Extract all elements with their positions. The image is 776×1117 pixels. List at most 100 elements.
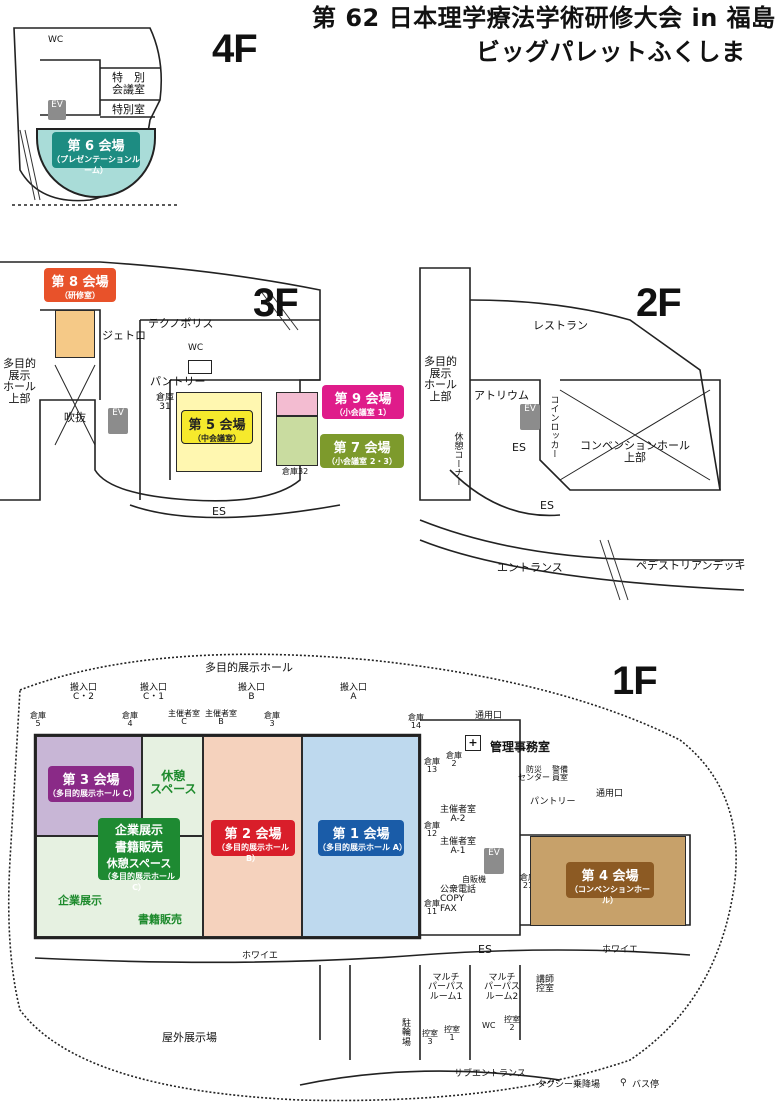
venue-name: ビッグパレットふくしま [476, 38, 746, 66]
f1-management-office: 管理事務室 [490, 740, 551, 754]
f1-pantry: パントリー [530, 797, 576, 807]
f1-storage3: 倉庫 3 [264, 711, 280, 729]
elevator-icon: EV [108, 408, 128, 434]
f2-es-2: ES [540, 499, 554, 512]
f1-waiting-room-3: 控室 3 [422, 1029, 438, 1047]
f1-rest-space: 休憩 スペース [150, 769, 197, 796]
f2-pedestrian-deck: ペデストリアンデッキ [636, 559, 746, 572]
f1-sub-entrance: サブエントランス [454, 1069, 526, 1079]
f3-venue9-badge[interactable]: 第 9 会場 （小会議室 1） [322, 385, 404, 419]
f1-waiting-room-2: 控室 2 [504, 1015, 520, 1033]
f3-venue8-sub: （研修室） [60, 291, 100, 300]
f1-storage4: 倉庫 4 [122, 711, 138, 729]
f1-lecturer-room: 講師 控室 [536, 975, 555, 995]
event-title: 第 62 日本理学療法学術研修大会 in 福島 [312, 4, 776, 32]
f3-venue7-name: 第 7 会場 [333, 441, 391, 456]
f3-venue9-name: 第 9 会場 [334, 392, 392, 407]
f2-coin-locker: コインロッカー [548, 395, 559, 458]
f1-venue3-name: 第 3 会場 [62, 773, 120, 788]
f3-venue8-area[interactable] [55, 310, 95, 358]
f1-outdoor-exhibit: 屋外展示場 [162, 1031, 217, 1044]
f3-jetro: ジェトロ [102, 329, 146, 342]
f1-organizer-a1: 主催者室 A-1 [440, 837, 477, 857]
f1-storage12: 倉庫 12 [424, 821, 440, 839]
f1-vending: 自販機 [462, 875, 486, 884]
f3-pantry: パントリー [150, 375, 206, 388]
f1-venue1-name: 第 1 会場 [332, 827, 390, 842]
f1-venue2-badge[interactable]: 第 2 会場 （多目的展示ホール B） [211, 820, 295, 863]
f3-storage32: 倉庫32 [282, 467, 309, 476]
f1-organizer-b: 主催者室 B [205, 709, 237, 727]
f1-taxi-stand: タクシー乗降場 [537, 1080, 601, 1090]
f2-restaurant: レストラン [533, 319, 588, 332]
f4-venue6-sub: （プレゼンテーションルーム） [52, 155, 140, 175]
f1-ev-label: EV [488, 848, 500, 858]
f3-venue9-area[interactable] [276, 392, 318, 416]
elevator-icon: EV [48, 100, 66, 120]
f1-dock-b: 搬入口 B [238, 683, 266, 703]
f4-special-room: 特別室 [112, 103, 145, 116]
toilet-icon [188, 360, 212, 374]
elevator-icon: EV [520, 404, 540, 430]
f1-exhibit-combo-sub: （多目的展示ホール C） [103, 872, 175, 892]
f2-ev-label: EV [524, 404, 536, 414]
f3-venue5-name: 第 5 会場 [188, 418, 246, 433]
f3-storage31: 倉庫 31 [156, 393, 175, 413]
f1-bus-stop: バス停 [632, 1080, 660, 1090]
f1-dock-c1: 搬入口 C・1 [140, 683, 168, 703]
f1-waiting-room-1: 控室 1 [444, 1025, 460, 1043]
f1-guard-room: 警備 員室 [552, 765, 568, 783]
f1-service-door-2: 通用口 [596, 789, 624, 799]
floor-plan-linework [0, 27, 745, 1102]
f1-organizer-c: 主催者室 C [168, 709, 200, 727]
f1-wc: WC [482, 1021, 496, 1030]
f1-venue2-sub: （多目的展示ホール B） [217, 843, 289, 863]
f3-venue5-sub: （中会議室） [193, 434, 241, 443]
f1-venue4-badge[interactable]: 第 4 会場 （コンベンションホール） [566, 862, 654, 905]
f2-atrium: アトリウム [474, 389, 529, 402]
f1-multipurpose-room-1: マルチ パーパス ルーム1 [428, 973, 464, 1002]
venue-floor-map: 第 62 日本理学療法学術研修大会 in 福島 ビッグパレットふくしま 4F 3… [0, 5, 775, 1102]
f1-es: ES [478, 943, 492, 956]
f3-venue7-area[interactable] [276, 416, 318, 466]
f2-es-1: ES [512, 441, 526, 454]
f1-venue4-sub: （コンベンションホール） [570, 885, 650, 905]
floor-label-2f: 2F [636, 281, 682, 325]
f3-venue5-badge[interactable]: 第 5 会場 （中会議室） [181, 410, 253, 444]
f4-wc: WC [48, 35, 64, 45]
f3-venue7-sub: （小会議室 2・3） [327, 457, 397, 466]
f4-venue6-name: 第 6 会場 [67, 139, 125, 154]
f1-organizer-a2: 主催者室 A-2 [440, 805, 477, 825]
f1-foyer-1: ホワイエ [242, 951, 278, 961]
f3-venue9-sub: （小会議室 1） [334, 408, 392, 417]
f3-multi-hall-upper: 多目的 展示 ホール 上部 [3, 357, 36, 405]
f1-storage11: 倉庫 11 [424, 899, 440, 917]
f2-convention-upper: コンベンションホール 上部 [580, 439, 690, 464]
floor-label-1f: 1F [612, 659, 658, 703]
f3-es: ES [212, 505, 226, 518]
f1-service-door-1: 通用口 [475, 711, 503, 721]
floor-label-3f: 3F [253, 281, 299, 325]
f1-venue1-badge[interactable]: 第 1 会場 （多目的展示ホール A） [318, 820, 407, 856]
f1-books-label: 書籍販売 [138, 913, 182, 926]
f3-wc: WC [188, 343, 204, 353]
f1-venue1-sub: （多目的展示ホール A） [318, 843, 407, 852]
first-aid-icon: + [465, 735, 481, 751]
f3-venue7-badge[interactable]: 第 7 会場 （小会議室 2・3） [320, 434, 404, 468]
f1-exhibit-combo-badge[interactable]: 企業展示 書籍販売 休憩スペース （多目的展示ホール C） [98, 818, 180, 892]
f1-exhibit-combo-line3: 休憩スペース [106, 857, 172, 870]
f1-foyer-2: ホワイエ [602, 945, 638, 955]
f2-entrance: エントランス [497, 561, 563, 574]
f3-venue8-badge[interactable]: 第 8 会場 （研修室） [44, 268, 116, 302]
f1-venue3-badge[interactable]: 第 3 会場 （多目的展示ホール C） [48, 766, 137, 802]
f1-venue3-sub: （多目的展示ホール C） [48, 789, 137, 798]
f1-bicycle-parking: 駐 輪 場 [402, 1019, 412, 1048]
f2-rest-corner: 休憩コーナー [452, 432, 463, 486]
f1-storage5: 倉庫 5 [30, 711, 46, 729]
f1-venue4-name: 第 4 会場 [581, 869, 639, 884]
f1-venue2-name: 第 2 会場 [224, 827, 282, 842]
f1-phone-copy-fax: 公衆電話 COPY FAX [440, 885, 477, 914]
f1-storage2: 倉庫 2 [446, 751, 462, 769]
f4-venue6-badge[interactable]: 第 6 会場 （プレゼンテーションルーム） [52, 132, 140, 175]
f4-ev-label: EV [51, 100, 63, 110]
